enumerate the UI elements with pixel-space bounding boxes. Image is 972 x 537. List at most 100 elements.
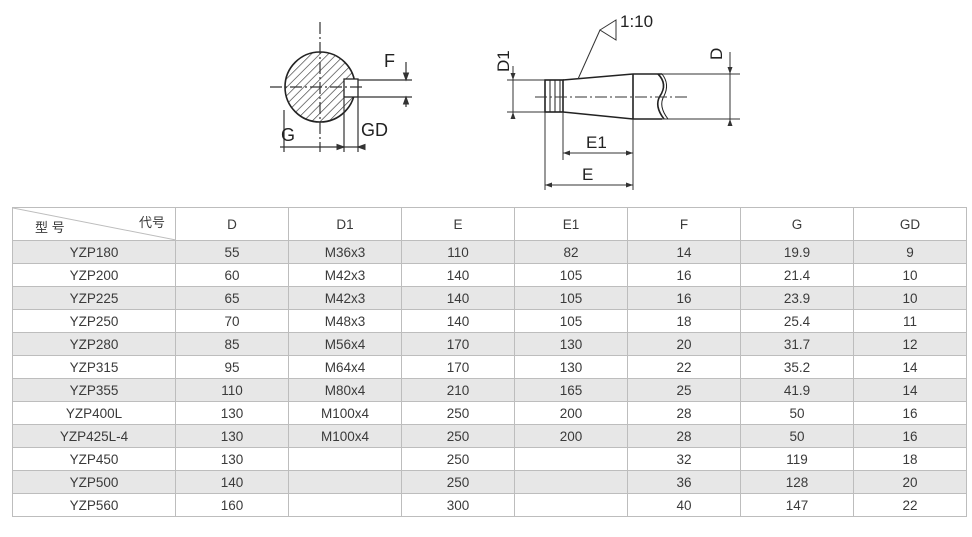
value-cell: 130 [175, 401, 289, 425]
value-cell: 140 [401, 263, 515, 287]
value-cell: 85 [175, 332, 289, 356]
value-cell: 170 [401, 332, 515, 356]
value-cell: 23.9 [740, 286, 854, 310]
value-cell: 10 [853, 263, 967, 287]
value-cell: 16 [627, 263, 741, 287]
value-cell: M36x3 [288, 240, 402, 264]
value-cell: 14 [627, 240, 741, 264]
value-cell: 50 [740, 401, 854, 425]
column-header: E [401, 207, 515, 241]
model-cell: YZP200 [12, 263, 176, 287]
cross-section-view [270, 22, 412, 152]
label-f: F [384, 51, 395, 71]
model-cell: YZP560 [12, 493, 176, 517]
value-cell: 105 [514, 263, 628, 287]
value-cell: 65 [175, 286, 289, 310]
value-cell: 50 [740, 424, 854, 448]
model-cell: YZP225 [12, 286, 176, 310]
value-cell: 16 [853, 401, 967, 425]
value-cell: 250 [401, 470, 515, 494]
value-cell: 16 [627, 286, 741, 310]
value-cell: 32 [627, 447, 741, 471]
value-cell: 110 [401, 240, 515, 264]
value-cell [288, 493, 402, 517]
column-header: F [627, 207, 741, 241]
value-cell: 300 [401, 493, 515, 517]
value-cell: 119 [740, 447, 854, 471]
value-cell: 130 [175, 447, 289, 471]
model-cell: YZP250 [12, 309, 176, 333]
column-header: D1 [288, 207, 402, 241]
value-cell: 200 [514, 401, 628, 425]
label-e1: E1 [586, 133, 607, 152]
value-cell: 105 [514, 309, 628, 333]
value-cell: 200 [514, 424, 628, 448]
model-cell: YZP280 [12, 332, 176, 356]
value-cell: 60 [175, 263, 289, 287]
value-cell [514, 493, 628, 517]
header-corner-cell: 代号 型 号 [12, 207, 176, 241]
value-cell: 160 [175, 493, 289, 517]
value-cell: 35.2 [740, 355, 854, 379]
label-e: E [582, 165, 593, 184]
value-cell [514, 470, 628, 494]
value-cell: 250 [401, 401, 515, 425]
value-cell: 165 [514, 378, 628, 402]
value-cell: 11 [853, 309, 967, 333]
value-cell: 25.4 [740, 309, 854, 333]
value-cell: M56x4 [288, 332, 402, 356]
label-g: G [281, 125, 295, 145]
value-cell: 19.9 [740, 240, 854, 264]
value-cell: 41.9 [740, 378, 854, 402]
model-cell: YZP355 [12, 378, 176, 402]
taper-side-view [544, 73, 669, 120]
value-cell: 250 [401, 447, 515, 471]
value-cell: 70 [175, 309, 289, 333]
value-cell: 12 [853, 332, 967, 356]
value-cell: 130 [514, 355, 628, 379]
label-d1: D1 [494, 50, 513, 72]
value-cell: 140 [175, 470, 289, 494]
value-cell: M48x3 [288, 309, 402, 333]
value-cell: 18 [853, 447, 967, 471]
value-cell: 170 [401, 355, 515, 379]
value-cell: 36 [627, 470, 741, 494]
value-cell: 105 [514, 286, 628, 310]
label-d: D [707, 48, 726, 60]
value-cell: 55 [175, 240, 289, 264]
value-cell: 10 [853, 286, 967, 310]
label-gd: GD [361, 120, 388, 140]
value-cell: 31.7 [740, 332, 854, 356]
table-header-row: 代号 型 号 D D1 E E1 F G GD [12, 207, 967, 241]
value-cell: 140 [401, 286, 515, 310]
corner-diagonal [13, 208, 176, 240]
value-cell: 140 [401, 309, 515, 333]
model-cell: YZP180 [12, 240, 176, 264]
value-cell: 21.4 [740, 263, 854, 287]
value-cell: 128 [740, 470, 854, 494]
value-cell: 110 [175, 378, 289, 402]
value-cell: M80x4 [288, 378, 402, 402]
value-cell [288, 447, 402, 471]
value-cell: 9 [853, 240, 967, 264]
column-header: G [740, 207, 854, 241]
corner-code-label: 代号 [138, 215, 165, 230]
value-cell: 130 [514, 332, 628, 356]
value-cell: 95 [175, 355, 289, 379]
column-header: D [175, 207, 289, 241]
model-cell: YZP450 [12, 447, 176, 471]
value-cell: 130 [175, 424, 289, 448]
value-cell: 14 [853, 378, 967, 402]
value-cell: M100x4 [288, 401, 402, 425]
value-cell: 25 [627, 378, 741, 402]
